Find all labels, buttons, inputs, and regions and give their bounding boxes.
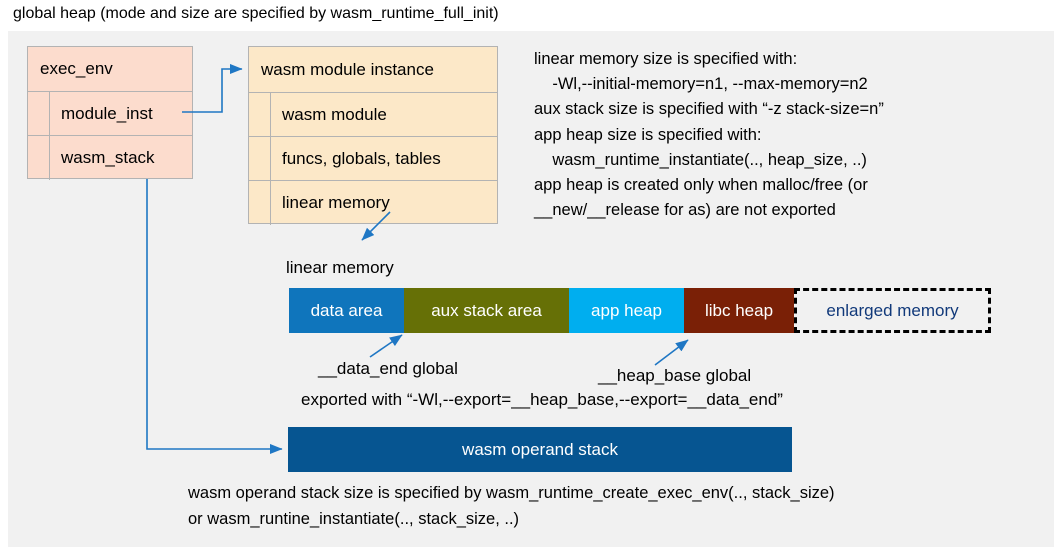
module-instance-field-label: wasm module: [282, 104, 387, 124]
operand-stack-note: wasm operand stack size is specified by …: [188, 484, 835, 528]
annotation-export-flags: exported with “-Wl,--export=__heap_base,…: [301, 390, 783, 409]
module-instance-field-linear-memory: linear memory: [249, 181, 497, 225]
module-instance-field-wasm-module: wasm module: [249, 93, 497, 137]
module-instance-field-funcs-globals-tables: funcs, globals, tables: [249, 137, 497, 181]
wasm-operand-stack-bar: wasm operand stack: [288, 427, 792, 472]
memory-segment-label: aux stack area: [431, 300, 542, 320]
exec-env-header-label: exec_env: [40, 59, 113, 78]
page-title: global heap (mode and size are specified…: [13, 5, 499, 22]
indent-spacer: [249, 181, 271, 225]
exec-env-field-label: module_inst: [61, 103, 153, 123]
module-instance-field-label: linear memory: [282, 193, 390, 212]
linear-memory-caption: linear memory: [286, 258, 394, 277]
memory-segment-label: app heap: [591, 300, 662, 320]
module-instance-field-label: funcs, globals, tables: [282, 148, 441, 168]
module-instance-header-row: wasm module instance: [249, 47, 497, 93]
configuration-notes: linear memory size is specified with: -W…: [534, 50, 884, 220]
memory-segment-label: data area: [310, 300, 383, 320]
linear-memory-bar: data area aux stack area app heap libc h…: [289, 288, 991, 333]
exec-env-field-label: wasm_stack: [61, 148, 155, 167]
exec-env-field-module-inst: module_inst: [28, 92, 192, 136]
memory-segment-label: libc heap: [704, 300, 774, 320]
memory-segment-app-heap: app heap: [569, 288, 684, 333]
indent-spacer: [249, 137, 271, 180]
indent-spacer: [28, 136, 50, 180]
exec-env-field-wasm-stack: wasm_stack: [28, 136, 192, 180]
exec-env-header-row: exec_env: [28, 47, 192, 92]
indent-spacer: [249, 93, 271, 136]
memory-segment-aux-stack-area: aux stack area: [404, 288, 569, 333]
module-instance-header-label: wasm module instance: [261, 59, 434, 79]
wasm-module-instance-box: wasm module instance wasm module funcs, …: [248, 46, 498, 225]
memory-segment-enlarged-memory: enlarged memory: [794, 288, 991, 333]
annotation-heap-base-global: __heap_base global: [598, 366, 752, 385]
wasm-operand-stack-label: wasm operand stack: [462, 439, 618, 459]
memory-segment-label: enlarged memory: [826, 300, 959, 320]
memory-segment-libc-heap: libc heap: [684, 288, 794, 333]
exec-env-box: exec_env module_inst wasm_stack: [27, 46, 193, 180]
memory-segment-data-area: data area: [289, 288, 404, 333]
indent-spacer: [28, 92, 50, 135]
annotation-data-end-global: __data_end global: [318, 359, 458, 378]
